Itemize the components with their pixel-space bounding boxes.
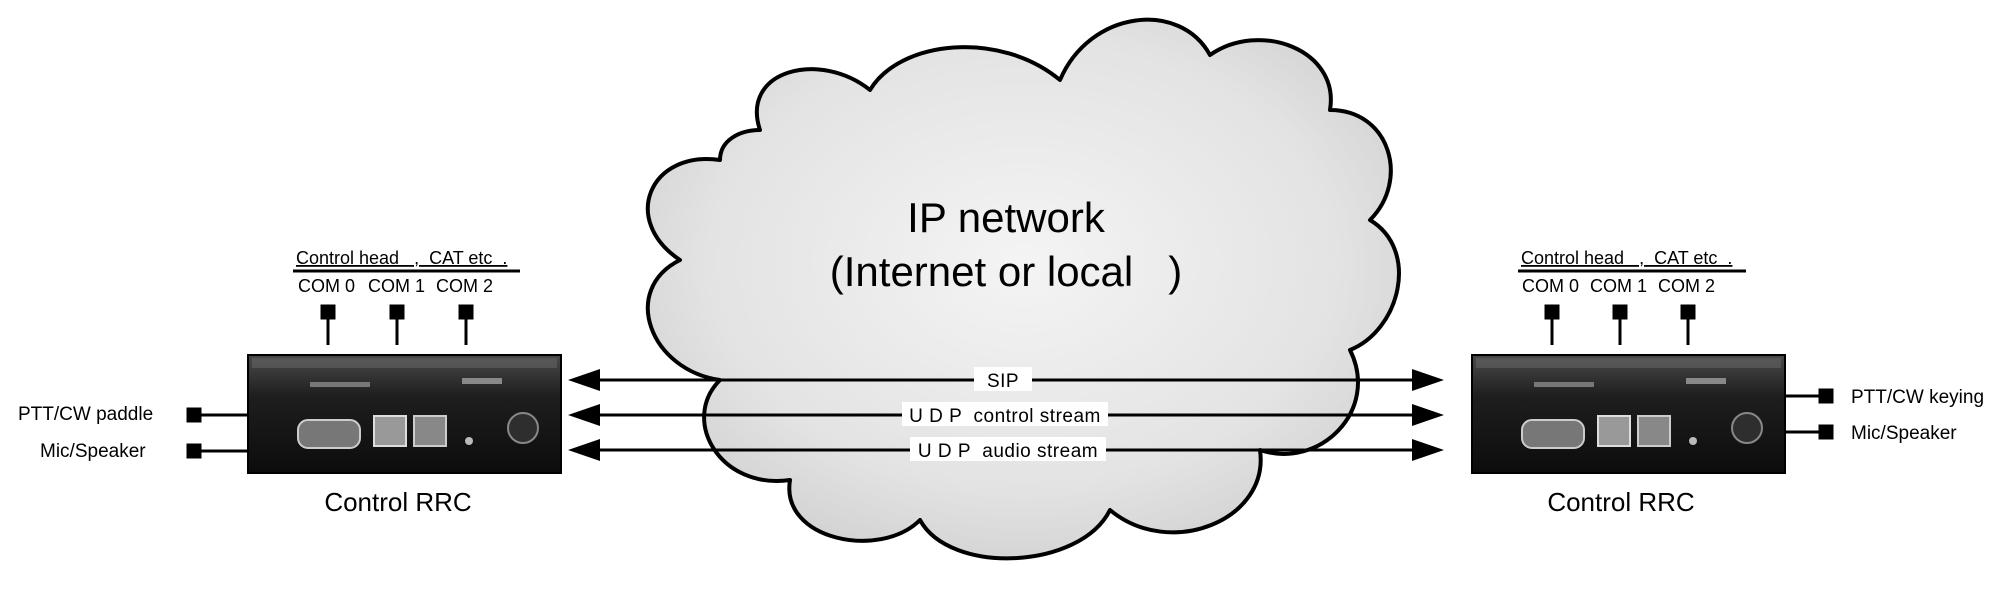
left-com-connectors: [320, 304, 474, 345]
left-com0-connector: [320, 304, 336, 320]
left-ptt-label: PTT/CW paddle: [18, 404, 153, 425]
udp-audio-arrow: U D P audio stream: [568, 437, 1444, 462]
right-station: Control head , CAT etc . COM 0 COM 1 COM…: [1471, 248, 1984, 517]
right-com2-connector: [1680, 304, 1696, 320]
right-mic-connector: [1818, 424, 1834, 440]
cloud-title: IP network: [907, 194, 1106, 241]
right-com1-label: COM 1: [1590, 276, 1647, 296]
left-com1-label: COM 1: [368, 276, 425, 296]
right-com-connectors: [1544, 304, 1696, 345]
left-mic-connector: [186, 443, 202, 459]
left-side-connectors: [186, 407, 248, 459]
left-mic-label: Mic/Speaker: [40, 441, 146, 462]
right-side-connectors: [1785, 388, 1834, 440]
right-ptt-connector: [1818, 388, 1834, 404]
right-mic-label: Mic/Speaker: [1851, 423, 1957, 444]
right-header: Control head , CAT etc .: [1521, 248, 1732, 268]
sip-arrow: SIP: [568, 367, 1444, 392]
right-caption: Control RRC: [1547, 487, 1694, 517]
left-com0-label: COM 0: [298, 276, 355, 296]
ip-network-cloud: [646, 17, 1401, 561]
udp-audio-label: U D P audio stream: [918, 441, 1098, 462]
left-com2-connector: [458, 304, 474, 320]
right-rrc-device: [1471, 354, 1786, 474]
left-header: Control head , CAT etc .: [296, 248, 507, 268]
udp-control-arrow: U D P control stream: [568, 402, 1444, 427]
right-ptt-label: PTT/CW keying: [1851, 387, 1984, 408]
right-com0-connector: [1544, 304, 1560, 320]
left-caption: Control RRC: [324, 487, 471, 517]
left-com1-connector: [389, 304, 405, 320]
right-com1-connector: [1612, 304, 1628, 320]
cloud-subtitle: (Internet or local ): [830, 248, 1182, 295]
left-rrc-device: [247, 354, 562, 474]
stream-arrows: SIP U D P control stream U D P audio str…: [568, 367, 1444, 462]
sip-label: SIP: [987, 371, 1019, 392]
left-ptt-connector: [186, 407, 202, 423]
left-com2-label: COM 2: [436, 276, 493, 296]
right-com0-label: COM 0: [1522, 276, 1579, 296]
right-com2-label: COM 2: [1658, 276, 1715, 296]
udp-control-label: U D P control stream: [909, 406, 1101, 427]
left-station: Control head , CAT etc . COM 0 COM 1 COM…: [18, 248, 562, 517]
